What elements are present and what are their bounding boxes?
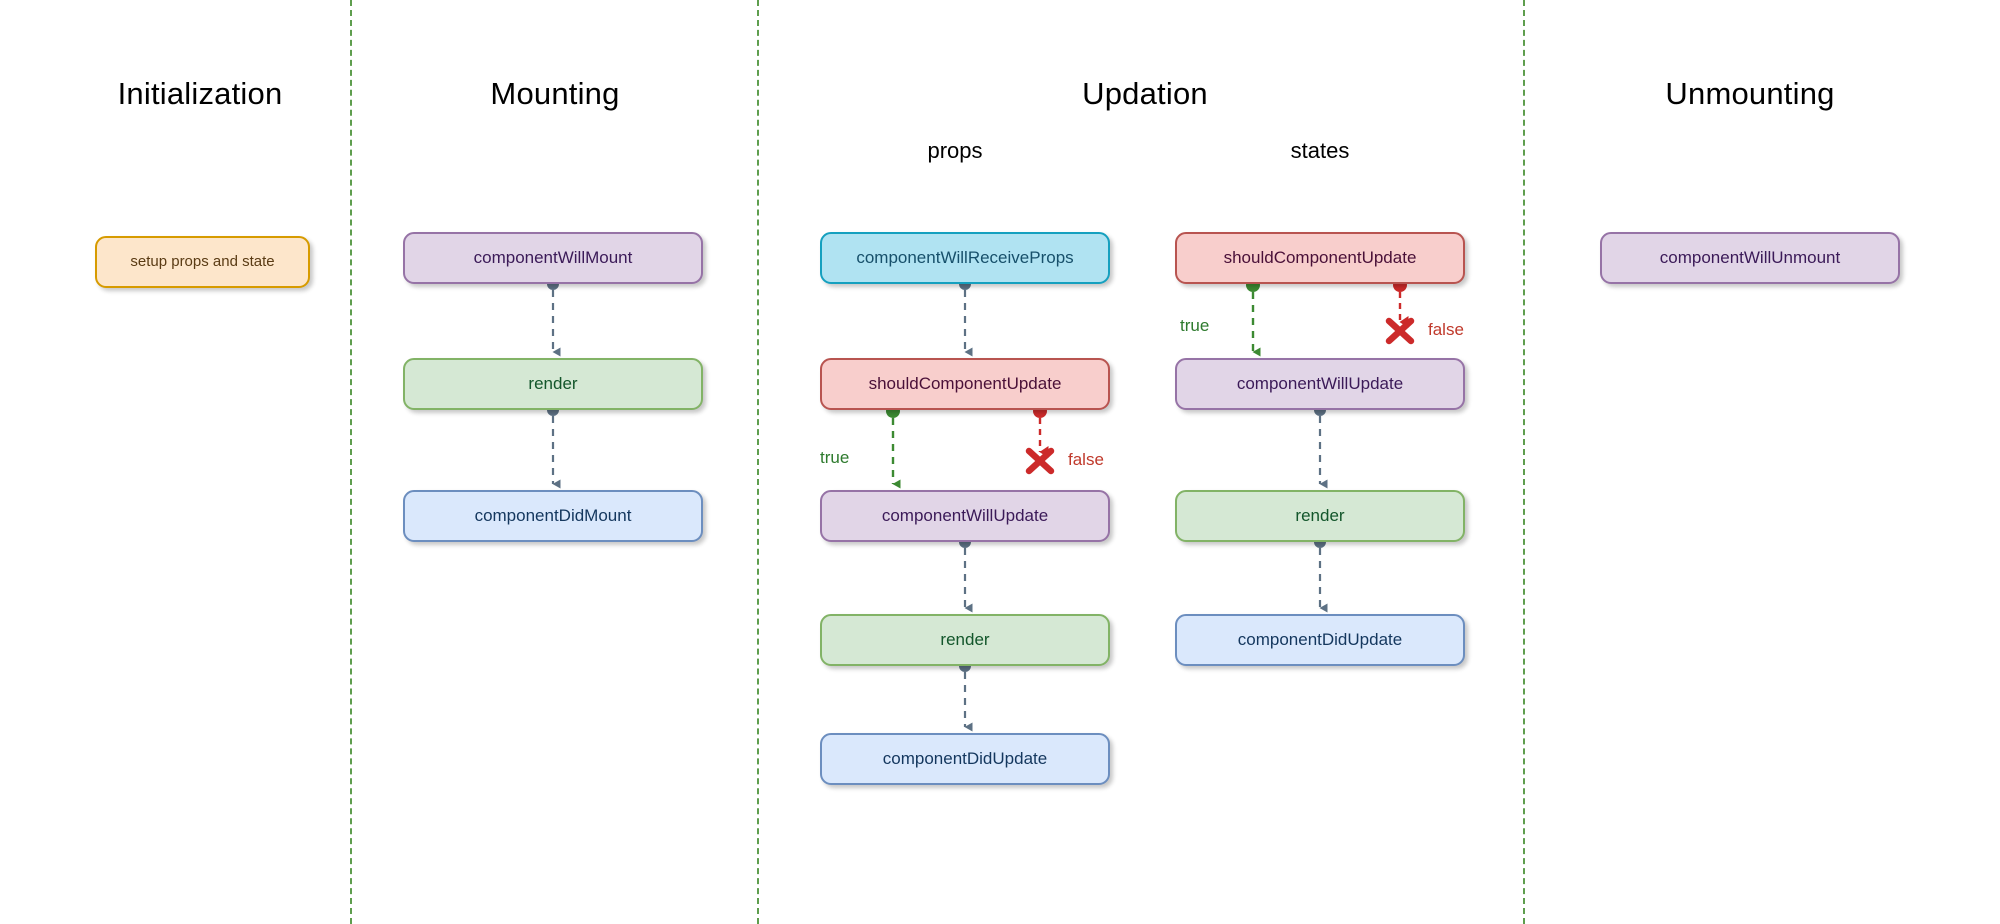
connector-props-render-to-didupdate xyxy=(959,660,973,732)
subsection-title-props: props xyxy=(927,138,983,163)
branch-label-states-true: true xyxy=(1180,316,1210,335)
node-will-unmount[interactable]: componentWillUnmount xyxy=(1600,232,1900,284)
node-mount-component-will-mount[interactable]: componentWillMount xyxy=(403,232,703,284)
node-mount-render[interactable]: render xyxy=(403,358,703,410)
node-states-should-update[interactable]: shouldComponentUpdate xyxy=(1175,232,1465,284)
node-mount-component-did-mount[interactable]: componentDidMount xyxy=(403,490,703,542)
node-props-should-update[interactable]: shouldComponentUpdate xyxy=(820,358,1110,410)
connector-props-shouldupdate-true xyxy=(886,404,901,489)
node-setup-props-and-state[interactable]: setup props and state xyxy=(95,236,310,288)
node-props-did-update[interactable]: componentDidUpdate xyxy=(820,733,1110,785)
node-states-render[interactable]: render xyxy=(1175,490,1465,542)
connector-props-shouldupdate-false xyxy=(1025,404,1055,475)
connector-props-receiveprops-to-shouldupdate xyxy=(959,278,973,357)
connector-states-shouldupdate-false xyxy=(1385,278,1415,345)
branch-label-props-true: true xyxy=(820,448,850,467)
connector-states-shouldupdate-true xyxy=(1246,278,1261,357)
connector-states-render-to-didupdate xyxy=(1314,536,1328,613)
node-props-will-update[interactable]: componentWillUpdate xyxy=(820,490,1110,542)
node-props-render[interactable]: render xyxy=(820,614,1110,666)
connector-mount-willmount-to-render xyxy=(547,278,561,357)
section-divider-3 xyxy=(1523,0,1525,924)
node-states-will-update[interactable]: componentWillUpdate xyxy=(1175,358,1465,410)
branch-label-states-false: false xyxy=(1428,320,1464,339)
connector-props-willupdate-to-render xyxy=(959,536,973,613)
branch-label-props-false: false xyxy=(1068,450,1104,469)
node-states-did-update[interactable]: componentDidUpdate xyxy=(1175,614,1465,666)
section-divider-2 xyxy=(757,0,759,924)
section-title-initialization: Initialization xyxy=(117,76,283,111)
connector-mount-render-to-didmount xyxy=(547,404,561,489)
node-props-will-receive-props[interactable]: componentWillReceiveProps xyxy=(820,232,1110,284)
connector-states-willupdate-to-render xyxy=(1314,404,1328,489)
subsection-title-states: states xyxy=(1290,138,1350,163)
section-title-unmounting: Unmounting xyxy=(1665,76,1835,111)
section-divider-1 xyxy=(350,0,352,924)
section-title-updation: Updation xyxy=(1082,76,1208,111)
section-title-mounting: Mounting xyxy=(490,76,620,111)
